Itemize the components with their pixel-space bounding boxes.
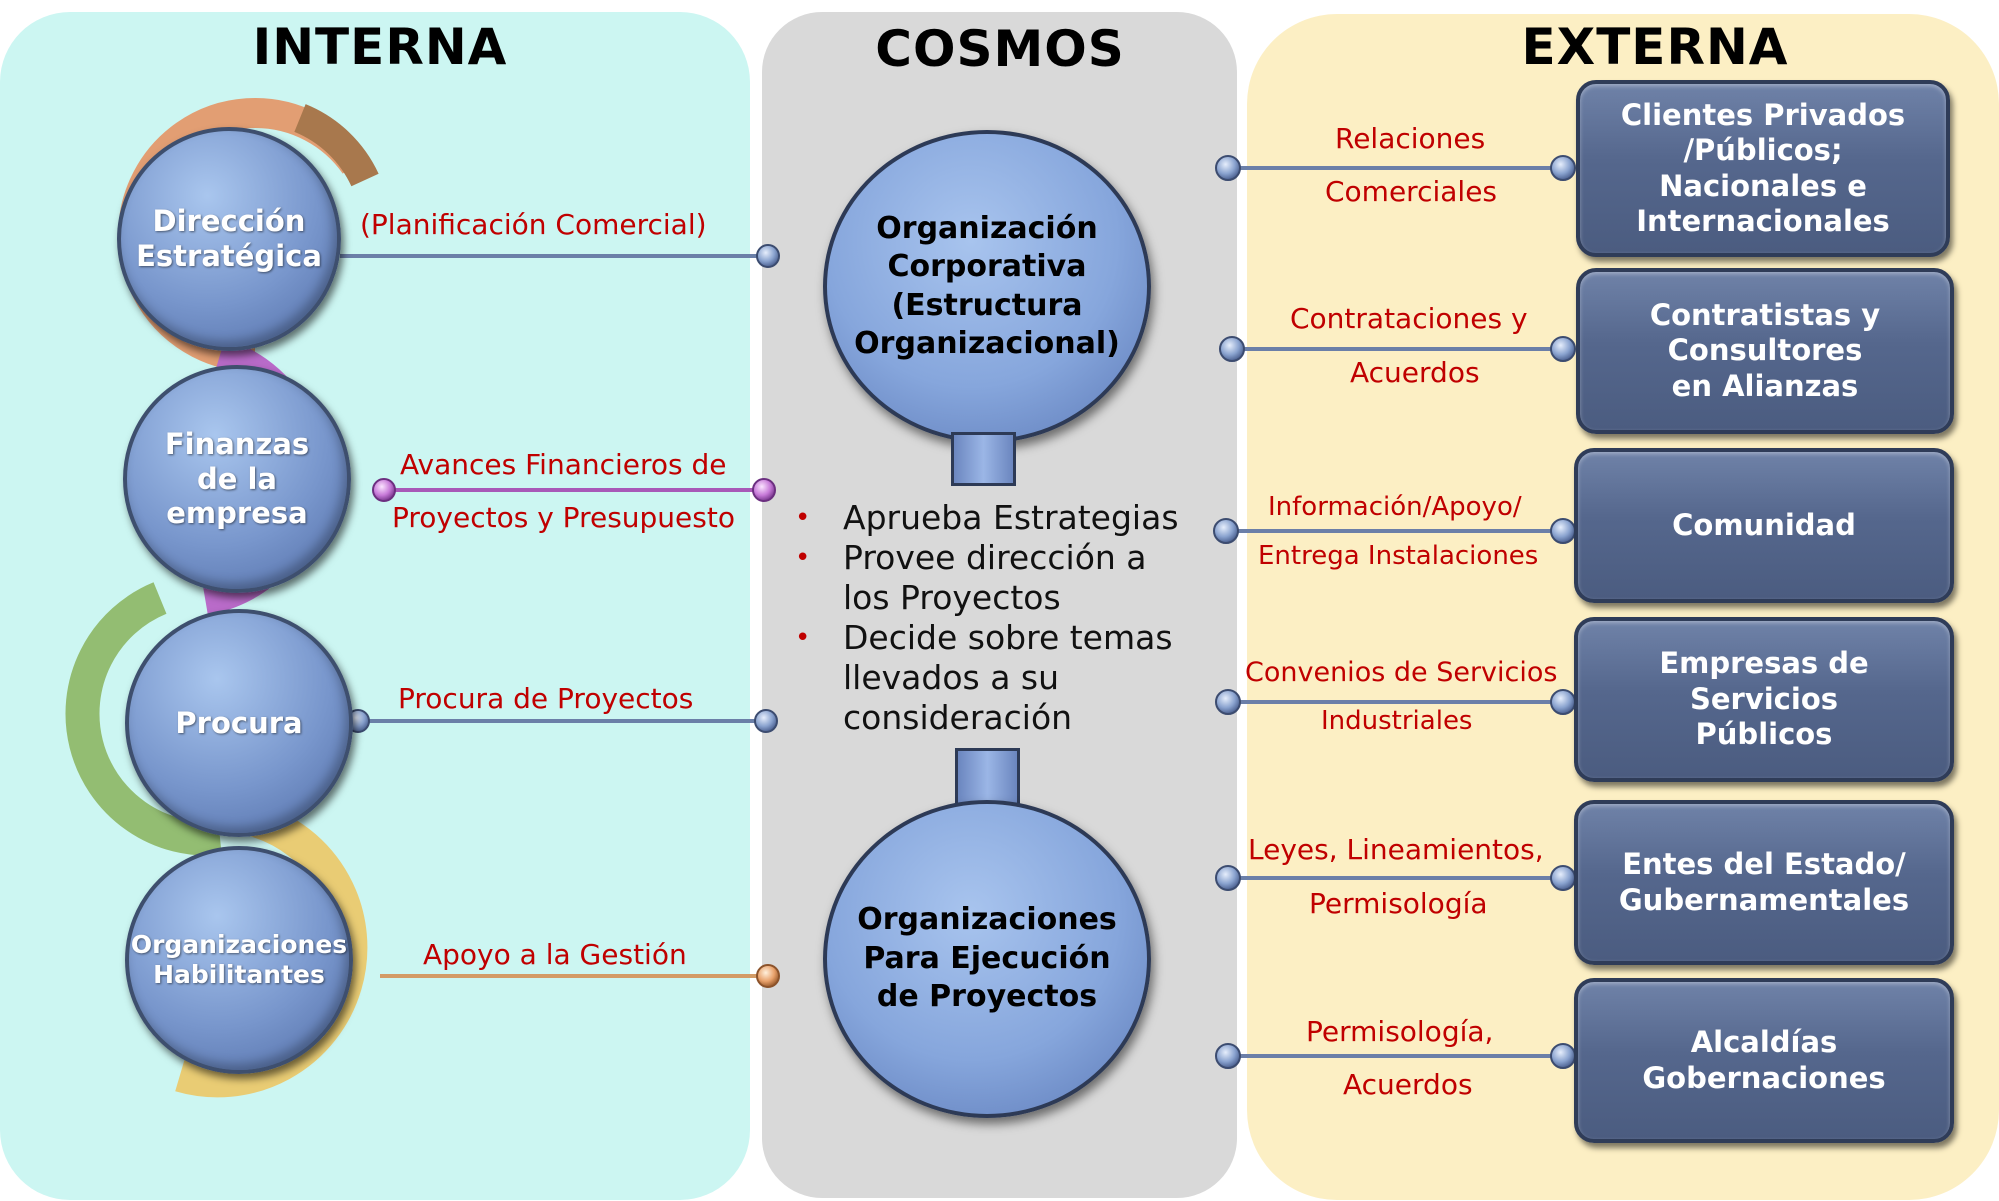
- node-finanzas: Finanzas de la empresa: [123, 365, 351, 593]
- link-label-finanzas-1: Avances Financieros de: [400, 448, 727, 481]
- box-label-line: Entes del Estado/: [1622, 847, 1906, 882]
- node-organizaciones-habilitantes: Organizaciones Habilitantes: [125, 846, 353, 1074]
- link-label-procura: Procura de Proyectos: [398, 682, 694, 715]
- ext-box-clientes: Clientes Privados /Públicos; Nacionales …: [1576, 80, 1950, 257]
- ext-box-empresas-servicios: Empresas de Servicios Públicos: [1574, 617, 1954, 782]
- bullet-item: Decide sobre temas llevados a su conside…: [795, 618, 1195, 738]
- ext-link-label: Permisología: [1309, 887, 1488, 920]
- node-label-line: Habilitantes: [153, 960, 325, 989]
- ext-link-label: Permisología,: [1306, 1015, 1494, 1048]
- ext-link-label: Entrega Instalaciones: [1258, 541, 1539, 571]
- box-label-line: Nacionales e: [1659, 168, 1867, 203]
- ext-link-label: Información/Apoyo/: [1268, 492, 1522, 522]
- node-label-line: Estratégica: [136, 239, 322, 273]
- interna-heading: INTERNA: [252, 18, 508, 76]
- box-label-line: Públicos: [1695, 717, 1833, 752]
- ext-link-label: Industriales: [1321, 706, 1473, 736]
- box-label-line: /Públicos;: [1683, 133, 1843, 168]
- box-label-line: Contratistas y: [1649, 297, 1881, 332]
- link-label-planificacion: (Planificación Comercial): [360, 208, 707, 241]
- box-label-line: Alcaldías: [1690, 1025, 1838, 1060]
- externa-heading: EXTERNA: [1521, 18, 1789, 76]
- arc-procura: [65, 582, 222, 856]
- bullet-item: Provee dirección a los Proyectos: [795, 538, 1195, 618]
- node-label-line: Corporativa: [887, 249, 1087, 285]
- ext-link-label: Acuerdos: [1343, 1068, 1473, 1101]
- node-label-line: Organizacional): [854, 325, 1120, 361]
- node-label-line: Organización: [876, 210, 1098, 246]
- stem-top: [951, 432, 1016, 486]
- cosmos-heading: COSMOS: [875, 20, 1125, 78]
- box-label-line: Consultores: [1667, 333, 1863, 368]
- ext-box-entes-estado: Entes del Estado/ Gubernamentales: [1574, 800, 1954, 965]
- box-label-line: Gobernaciones: [1642, 1060, 1886, 1095]
- node-label-line: Finanzas: [164, 426, 310, 461]
- box-label-line: Gubernamentales: [1618, 882, 1910, 917]
- ext-link-label: Convenios de Servicios: [1245, 657, 1558, 688]
- ext-box-comunidad: Comunidad: [1574, 448, 1954, 603]
- ext-box-alcaldias: Alcaldías Gobernaciones: [1574, 978, 1954, 1143]
- box-label-line: Comunidad: [1672, 507, 1856, 542]
- node-organizacion-corporativa: Organización Corporativa (Estructura Org…: [823, 130, 1151, 443]
- node-label-line: Procura: [175, 705, 303, 740]
- box-label-line: Empresas de: [1659, 646, 1869, 681]
- ext-link-label: Acuerdos: [1350, 356, 1480, 389]
- ext-link-label: Relaciones: [1335, 122, 1486, 155]
- link-label-finanzas-2: Proyectos y Presupuesto: [392, 501, 735, 534]
- box-label-line: Clientes Privados: [1620, 97, 1906, 132]
- node-label-line: Para Ejecución: [863, 940, 1111, 976]
- ext-box-contratistas: Contratistas y Consultores en Alianzas: [1576, 268, 1954, 434]
- arc-direccion-dark: [293, 104, 379, 187]
- box-label-line: en Alianzas: [1671, 368, 1859, 403]
- ext-link-label: Comerciales: [1325, 175, 1498, 208]
- node-label-line: Organizaciones: [130, 930, 348, 959]
- node-label-line: empresa: [166, 496, 308, 531]
- node-label-line: de Proyectos: [876, 979, 1098, 1015]
- node-organizaciones-ejecucion: Organizaciones Para Ejecución de Proyect…: [823, 800, 1151, 1118]
- node-label-line: Dirección: [152, 204, 306, 239]
- ext-link-label: Contrataciones y: [1290, 302, 1528, 335]
- link-label-apoyo: Apoyo a la Gestión: [423, 938, 687, 971]
- node-label-line: de la: [196, 461, 278, 496]
- ext-link-label: Leyes, Lineamientos,: [1248, 833, 1544, 866]
- node-procura: Procura: [125, 609, 353, 837]
- box-label-line: Internacionales: [1636, 203, 1890, 238]
- bullet-item: Aprueba Estrategias: [795, 498, 1195, 538]
- box-label-line: Servicios: [1689, 681, 1839, 716]
- node-label-line: Organizaciones: [857, 902, 1117, 938]
- cosmos-bullet-list: Aprueba Estrategias Provee dirección a l…: [795, 498, 1195, 738]
- node-direccion-estrategica: Dirección Estratégica: [117, 127, 341, 351]
- stem-bottom: [955, 748, 1020, 806]
- node-label-line: (Estructura: [891, 287, 1083, 323]
